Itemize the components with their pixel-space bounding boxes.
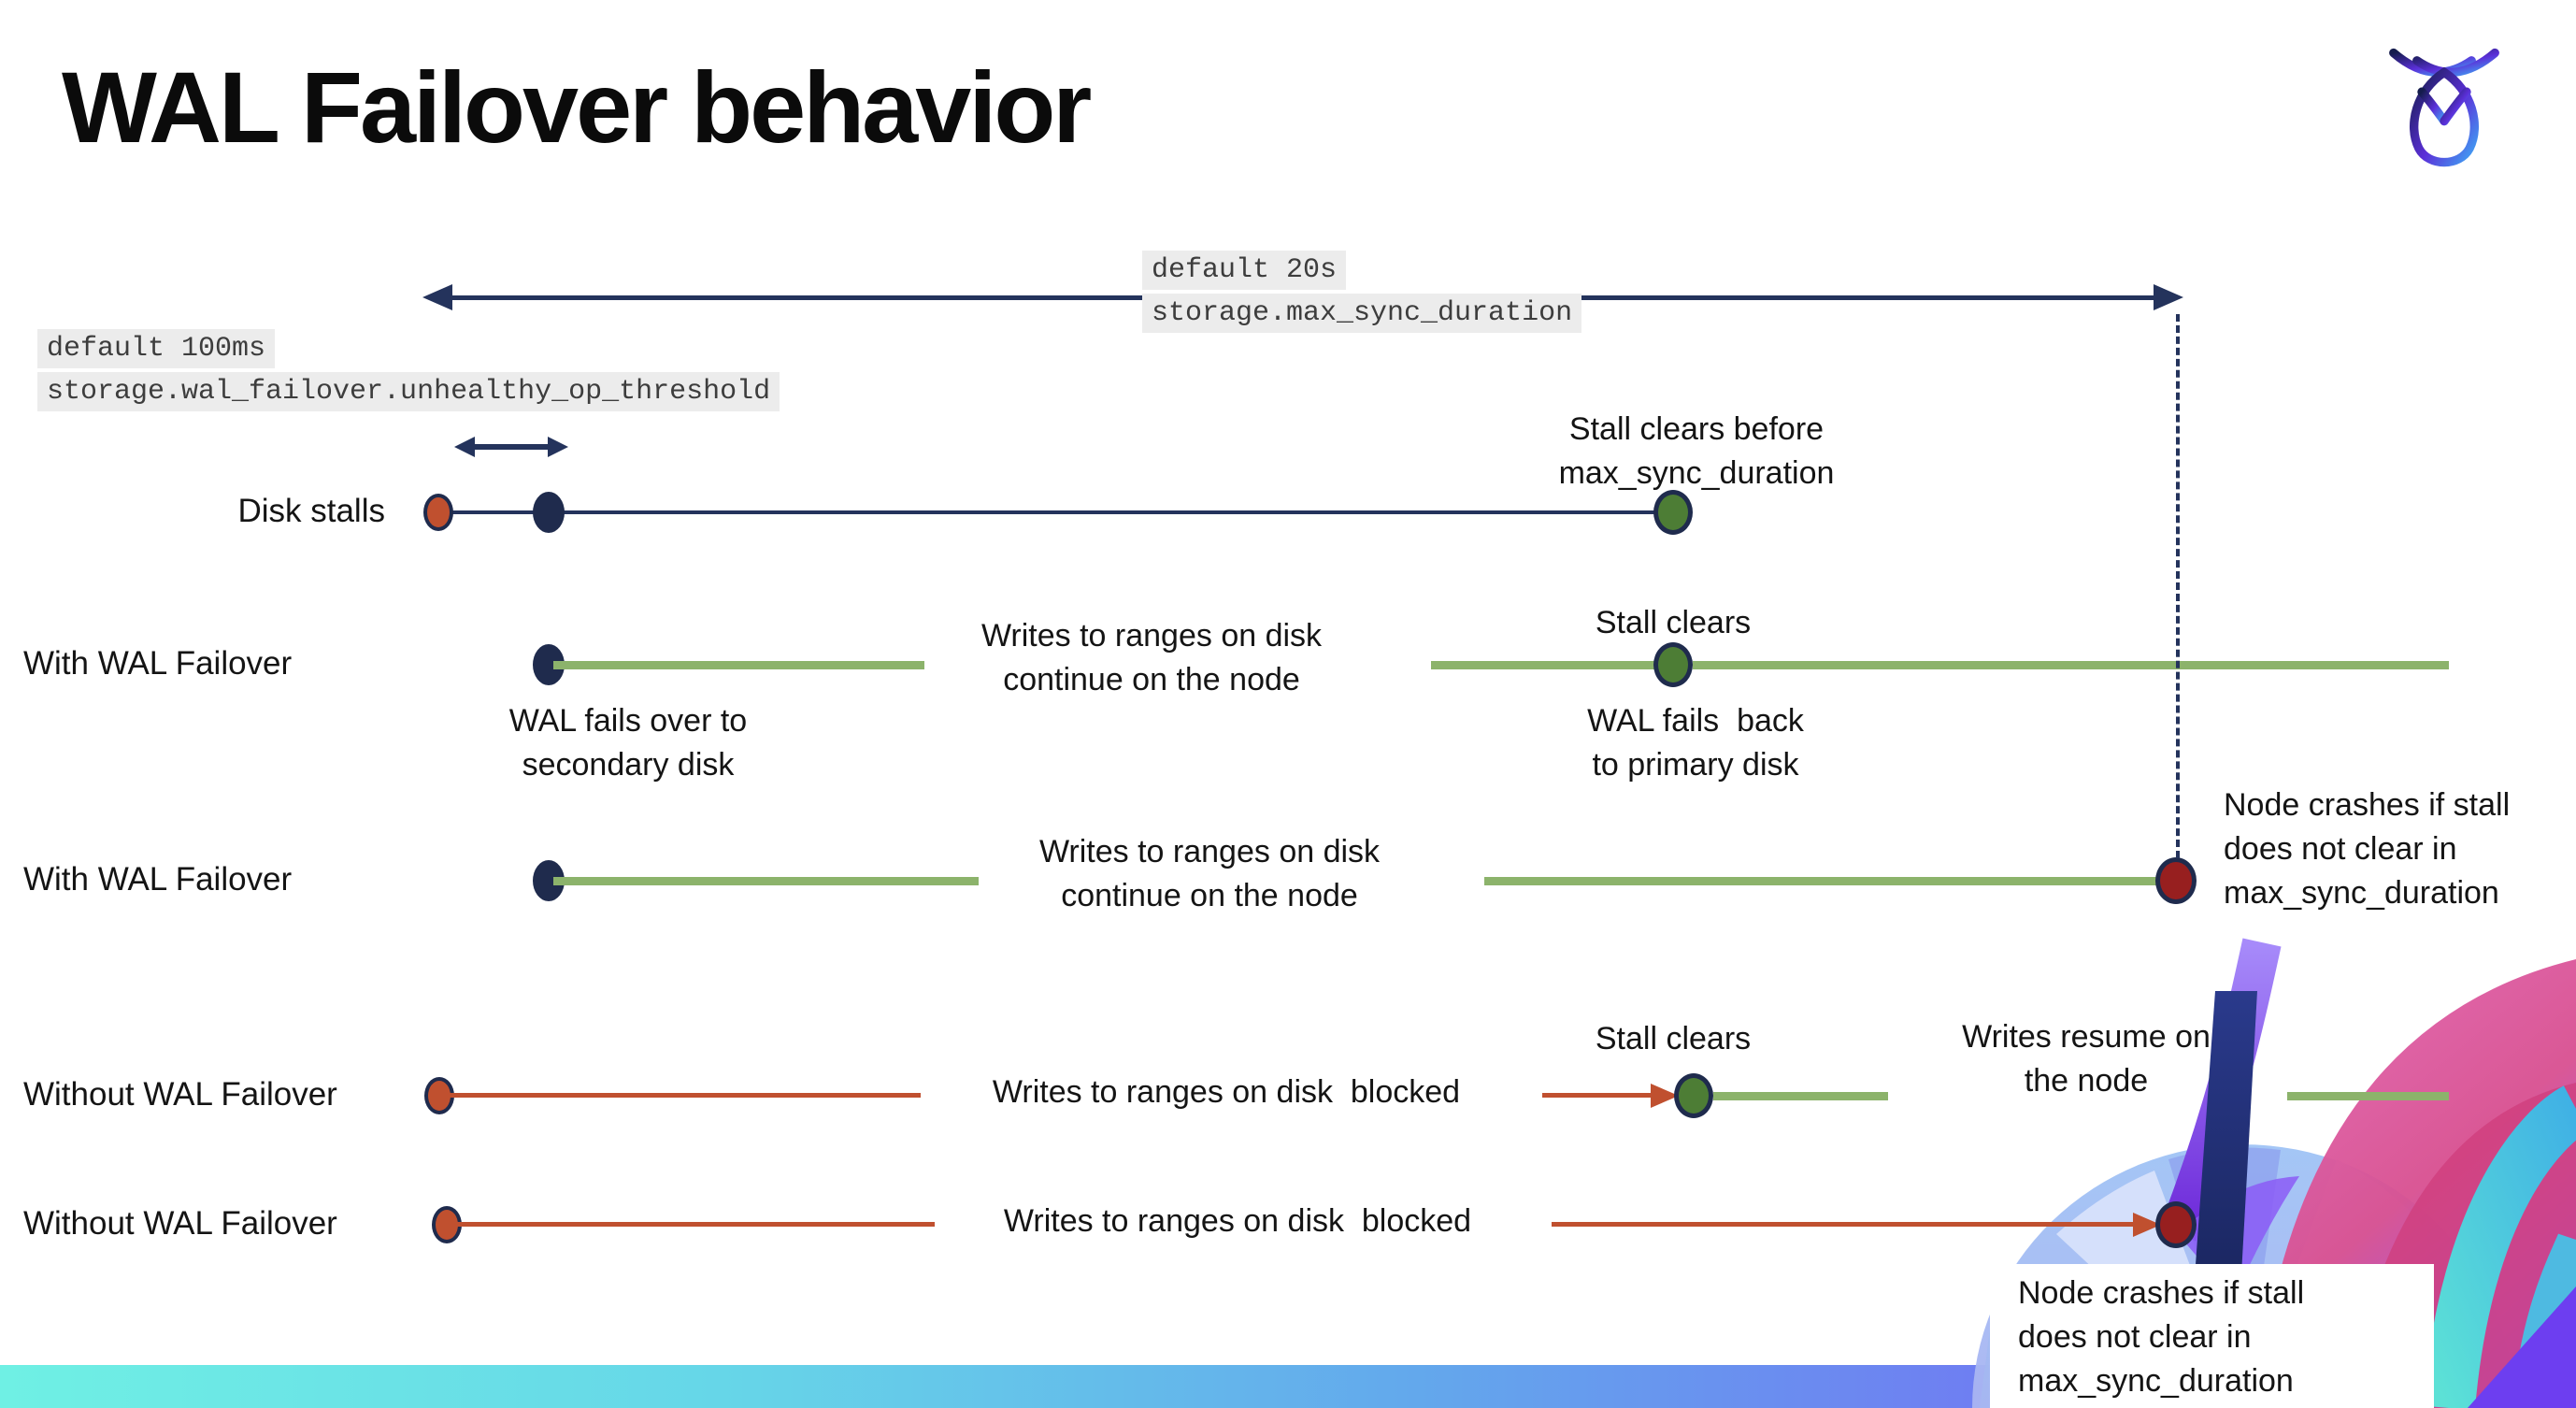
threshold-arrow-left-head	[454, 437, 475, 457]
green-line-row2-a	[553, 661, 924, 669]
threshold-arrow-right-head	[548, 437, 568, 457]
row-label-without-wal-failover-2: Without WAL Failover	[23, 1205, 337, 1242]
cockroach-labs-logo-icon	[2389, 48, 2499, 167]
note-writes-continue-row3: Writes to ranges on disk continue on the…	[1038, 834, 1381, 913]
green-line-row4-a	[1713, 1092, 1888, 1100]
node-crash-callout: Node crashes if stall does not clear in …	[1990, 1264, 2434, 1408]
stall-clears-dot-row4	[1674, 1073, 1713, 1118]
stall-clears-dot-row1	[1653, 490, 1693, 535]
green-line-row2-c	[1693, 661, 2449, 669]
note-stall-clears-before: Stall clears before max_sync_duration	[1558, 411, 1835, 491]
unhealthy-op-setting-label: storage.wal_failover.unhealthy_op_thresh…	[37, 372, 780, 411]
row-label-with-wal-failover-1: With WAL Failover	[23, 645, 293, 682]
threshold-arrow-line	[472, 444, 551, 450]
green-line-row3-b	[1484, 877, 2170, 885]
green-line-row3-a	[553, 877, 979, 885]
max-sync-default-label: default 20s	[1142, 251, 1347, 290]
threshold-reached-dot	[533, 492, 565, 533]
note-writes-blocked-row5: Writes to ranges on disk blocked	[1003, 1203, 1472, 1239]
stall-clears-dot-row2	[1653, 642, 1693, 687]
max-sync-deadline-dashed-line	[2176, 314, 2180, 858]
row-label-with-wal-failover-2: With WAL Failover	[23, 861, 293, 898]
note-writes-resume: Writes resume on the node	[1962, 1019, 2211, 1099]
node-crash-dot-row3	[2155, 857, 2197, 904]
max-sync-setting-label: storage.max_sync_duration	[1142, 294, 1582, 333]
note-node-crashes-row3: Node crashes if stall does not clear in …	[2224, 787, 2511, 911]
node-crash-dot-row5	[2155, 1201, 2197, 1248]
note-wal-fails-back: WAL fails back to primary disk	[1587, 703, 1804, 783]
red-line-row4-b	[1542, 1093, 1654, 1098]
note-wal-fails-over: WAL fails over to secondary disk	[508, 703, 748, 783]
row-label-without-wal-failover-1: Without WAL Failover	[23, 1076, 337, 1113]
disk-stall-start-dot	[423, 494, 453, 531]
page-title: WAL Failover behavior	[62, 50, 1092, 164]
disk-stalls-timeline	[438, 510, 1673, 514]
row-label-disk-stalls: Disk stalls	[237, 493, 385, 529]
note-node-crashes-row5: Node crashes if stall does not clear in …	[2018, 1275, 2305, 1399]
max-sync-arrow-right-head	[2154, 284, 2183, 310]
note-stall-clears-row2: Stall clears	[1595, 605, 1752, 640]
red-line-row5-a	[447, 1222, 935, 1227]
unhealthy-op-default-label: default 100ms	[37, 329, 276, 368]
note-writes-blocked-row4: Writes to ranges on disk blocked	[992, 1074, 1461, 1110]
green-line-row4-b	[2287, 1092, 2449, 1100]
red-line-row5-b	[1552, 1222, 2137, 1227]
note-stall-clears-row4: Stall clears	[1595, 1021, 1752, 1056]
note-writes-continue-row2: Writes to ranges on disk continue on the…	[980, 618, 1323, 697]
green-line-row2-b	[1431, 661, 1670, 669]
red-line-row4-a	[439, 1093, 921, 1098]
